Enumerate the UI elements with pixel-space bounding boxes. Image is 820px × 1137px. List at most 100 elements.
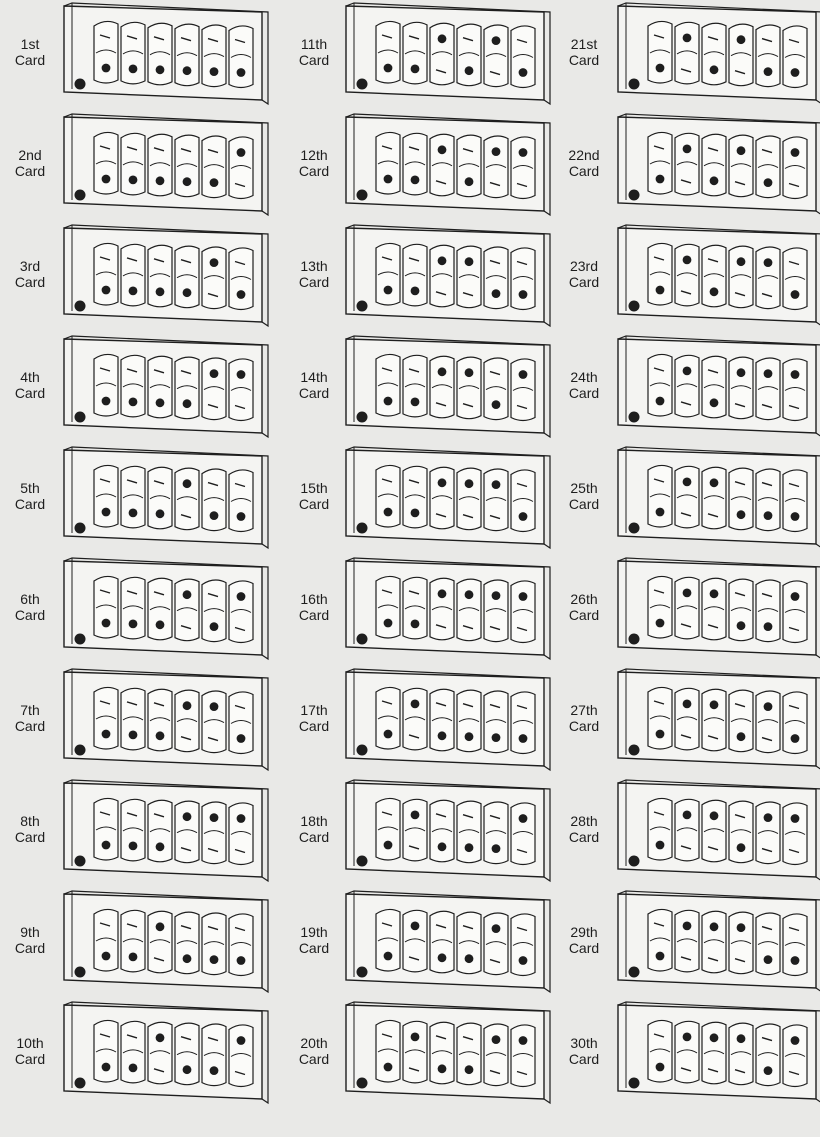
rocker-switch [729, 468, 753, 530]
switch-dot [519, 814, 528, 823]
switch-dot [411, 922, 420, 931]
rocker-switch [376, 21, 400, 83]
switch-dot [492, 733, 501, 742]
switch-dot [210, 67, 219, 76]
switch-dot [519, 1036, 528, 1045]
switch-dot [737, 146, 746, 155]
card-ordinal: 7th [4, 702, 56, 718]
switch-dot [465, 732, 474, 741]
card-word: Card [558, 496, 610, 512]
card-word: Card [288, 718, 340, 734]
switch-dot [656, 619, 665, 628]
switch-dot [237, 734, 246, 743]
rocker-switch [756, 580, 780, 642]
switch-dot [519, 956, 528, 965]
switch-dot [465, 177, 474, 186]
switch-dot [411, 811, 420, 820]
card-panel [346, 3, 550, 104]
rocker-switch [430, 356, 454, 418]
rocker-switch [121, 799, 145, 861]
card-word: Card [4, 274, 56, 290]
card-word: Card [4, 496, 56, 512]
switch-dot [791, 512, 800, 521]
rocker-switch [94, 354, 118, 416]
switch-dot [438, 145, 447, 154]
switch-dot [156, 176, 165, 185]
rocker-switch [229, 1025, 253, 1087]
card-ordinal: 27th [558, 702, 610, 718]
rocker-switch [121, 355, 145, 417]
rocker-switch [648, 465, 672, 527]
card-label: 10thCard [4, 1035, 56, 1067]
rocker-switch [403, 244, 427, 306]
rocker-switch [702, 134, 726, 196]
rocker-switch [484, 469, 508, 531]
card-label: 6thCard [4, 591, 56, 623]
rocker-switch [729, 912, 753, 974]
switch-dot [791, 592, 800, 601]
switch-dot [237, 68, 246, 77]
switch-dot [237, 814, 246, 823]
rocker-switch [511, 581, 535, 643]
switch-dot [183, 701, 192, 710]
card-panel [346, 447, 550, 548]
switch-dot [791, 734, 800, 743]
corner-dot [629, 79, 640, 90]
rocker-switch [148, 1022, 172, 1084]
switch-dot [210, 258, 219, 267]
card-ordinal: 5th [4, 480, 56, 496]
card-label: 24thCard [558, 369, 610, 401]
card-ordinal: 12th [288, 147, 340, 163]
card-panel [64, 1002, 268, 1103]
rocker-switch [376, 576, 400, 638]
rocker-switch [175, 357, 199, 419]
corner-dot [75, 412, 86, 423]
rocker-switch [729, 1023, 753, 1085]
rocker-switch [202, 469, 226, 531]
rocker-switch [94, 576, 118, 638]
card-label: 27thCard [558, 702, 610, 734]
rocker-switch [94, 132, 118, 194]
switch-dot [102, 508, 111, 517]
rocker-switch [756, 1024, 780, 1086]
rocker-switch [729, 357, 753, 419]
switch-dot [710, 287, 719, 296]
rocker-switch [148, 689, 172, 751]
switch-dot [737, 621, 746, 630]
card-word: Card [288, 496, 340, 512]
rocker-switch [511, 692, 535, 754]
switch-dot [129, 953, 138, 962]
rocker-switch [511, 248, 535, 310]
card-label: 14thCard [288, 369, 340, 401]
switch-dot [519, 592, 528, 601]
card-ordinal: 22nd [558, 147, 610, 163]
switch-dot [411, 398, 420, 407]
rocker-switch [756, 247, 780, 309]
switch-dot [438, 589, 447, 598]
rocker-switch [376, 798, 400, 860]
rocker-switch [148, 134, 172, 196]
switch-dot [519, 734, 528, 743]
rocker-switch [403, 1021, 427, 1083]
switch-dot [438, 367, 447, 376]
switch-dot [791, 814, 800, 823]
card-label: 11thCard [288, 36, 340, 68]
card-ordinal: 9th [4, 924, 56, 940]
rocker-switch [202, 136, 226, 198]
card-ordinal: 1st [4, 36, 56, 52]
switch-dot [764, 369, 773, 378]
corner-dot [629, 745, 640, 756]
rocker-switch [756, 691, 780, 753]
switch-dot [384, 1063, 393, 1072]
switch-dot [683, 256, 692, 265]
rocker-switch [648, 687, 672, 749]
rocker-switch [648, 21, 672, 83]
rocker-switch [675, 910, 699, 972]
card-label: 19thCard [288, 924, 340, 956]
rocker-switch [756, 358, 780, 420]
switch-dot [492, 400, 501, 409]
rocker-switch [94, 798, 118, 860]
rocker-switch [729, 246, 753, 308]
